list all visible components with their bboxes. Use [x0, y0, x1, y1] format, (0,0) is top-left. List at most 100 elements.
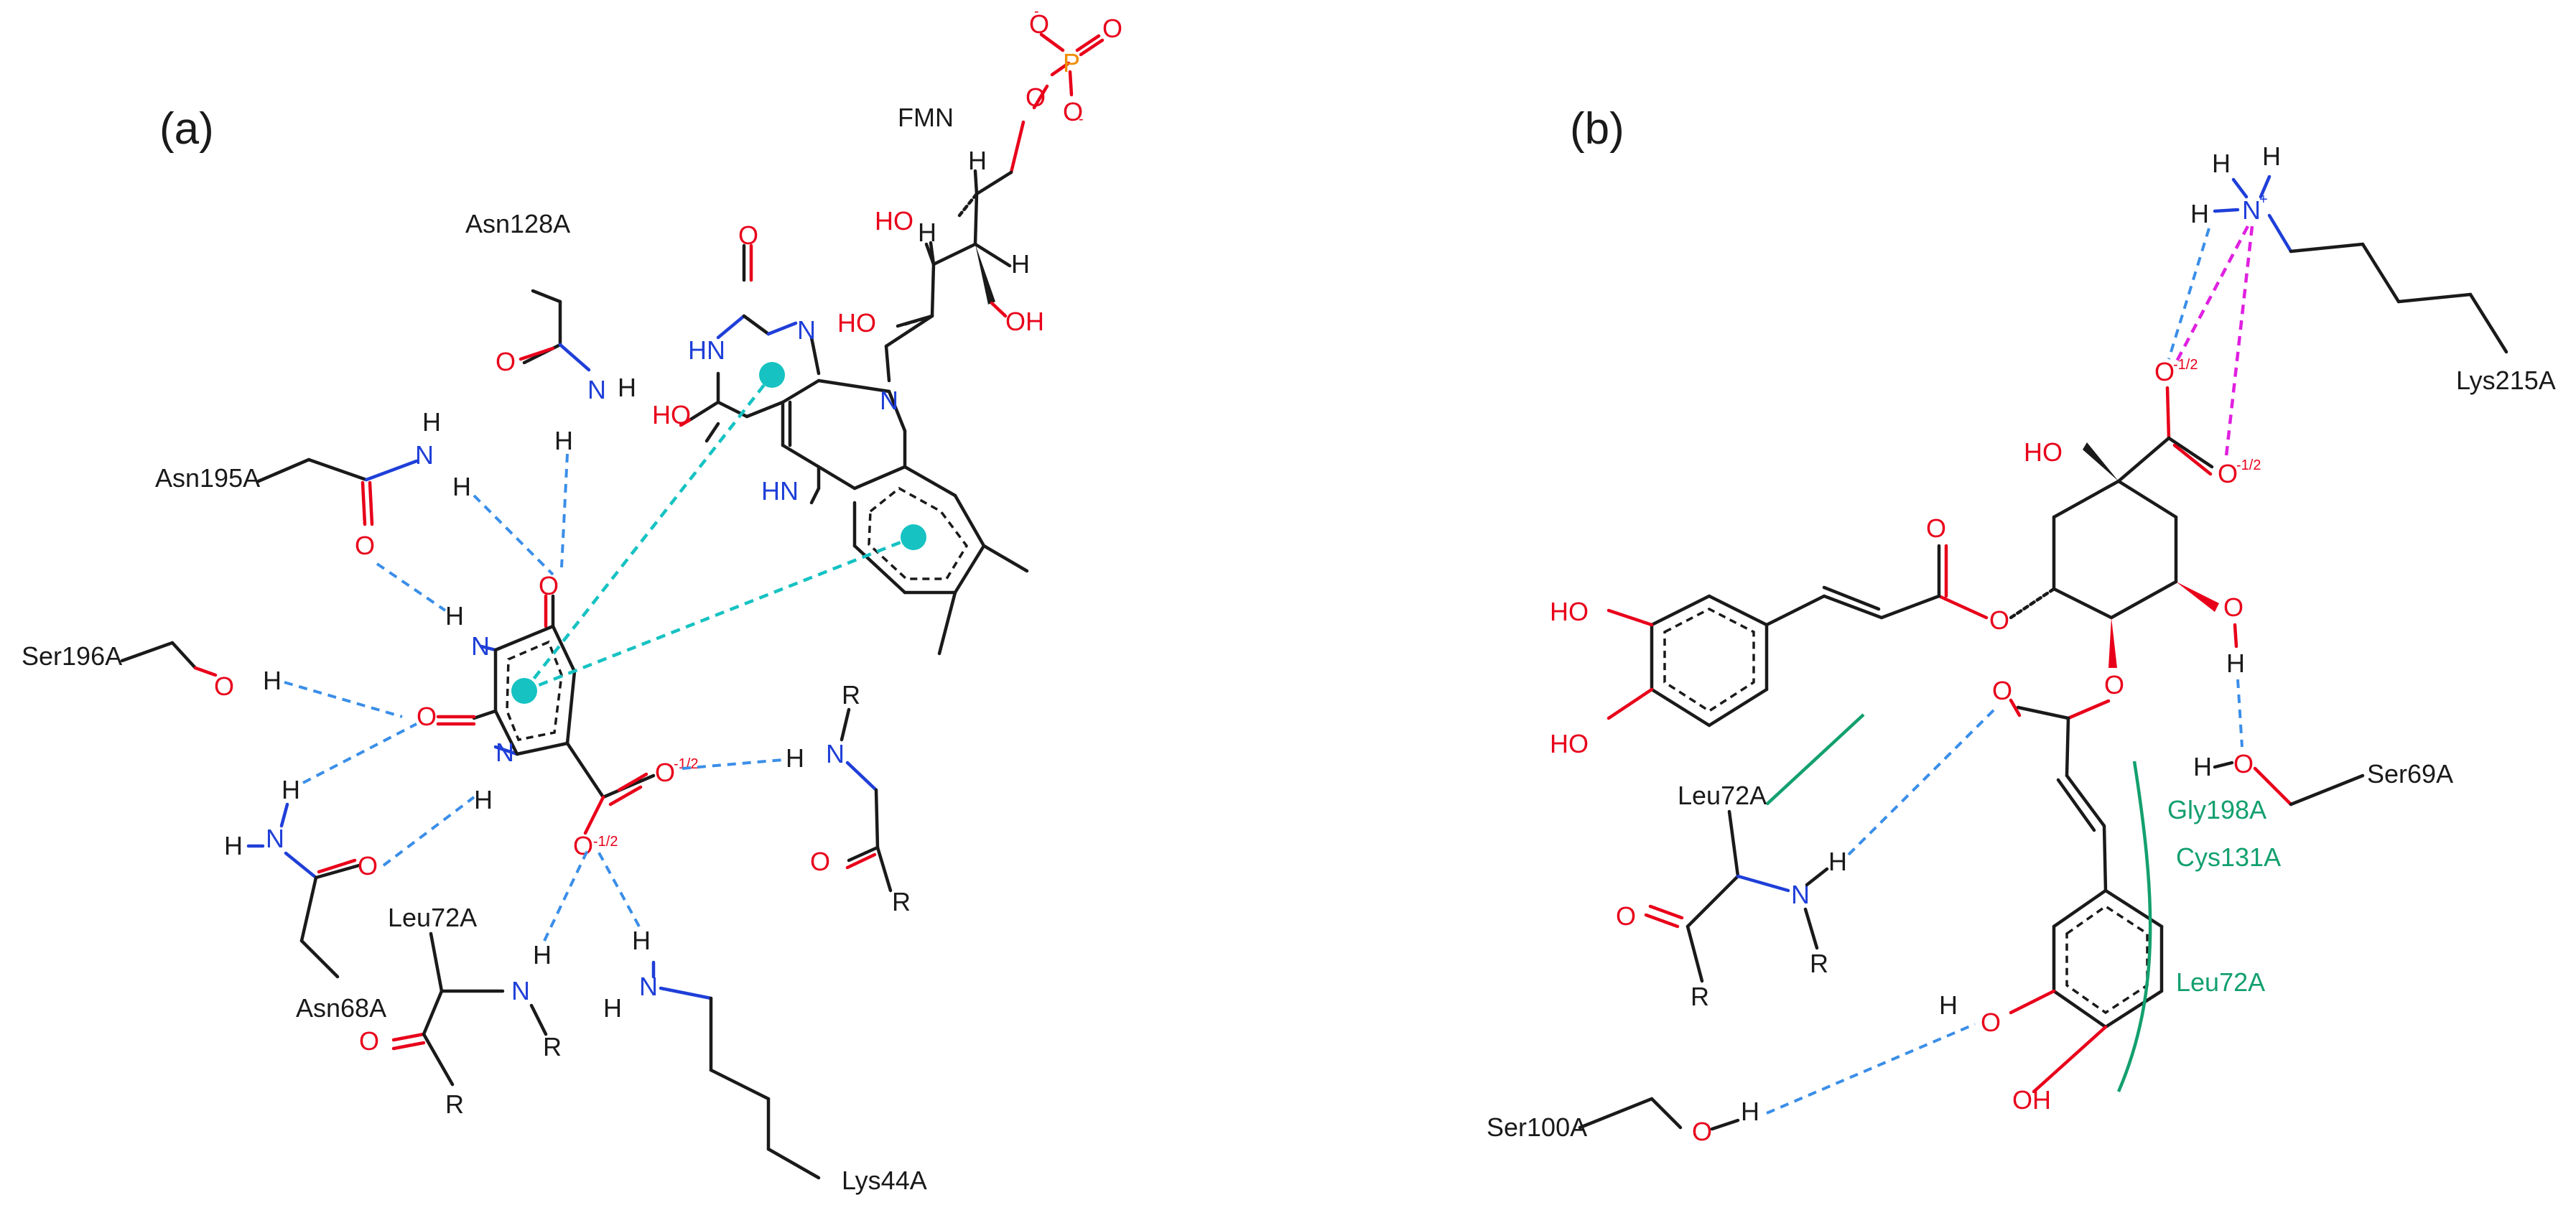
panel-a: (a) P O - O O - O FMN: [22, 4, 1122, 1195]
charge-label: -1/2: [2236, 457, 2261, 473]
nitrogen-atom: N: [880, 386, 898, 415]
r-group: R: [543, 1032, 562, 1061]
hydrogen-atom: H: [224, 831, 243, 860]
residue-ser69: H O Ser69A: [2193, 749, 2453, 807]
oxygen-atom: O: [214, 671, 234, 701]
hbond-line: [543, 847, 590, 942]
nitrogen-atom: N: [415, 440, 434, 470]
oxygen-atom: O: [1992, 676, 2012, 705]
oxygen-atom: O: [1926, 513, 1946, 543]
hydrogen-atom: H: [1939, 990, 1958, 1020]
r-group: R: [842, 680, 860, 710]
fmn-label: FMN: [898, 103, 954, 132]
nh-group: HN: [761, 476, 799, 506]
hbond-line: [376, 562, 447, 612]
hydrophobic-contact-arc: [2116, 761, 2152, 1092]
hydrogen-atom: H: [2193, 752, 2212, 781]
hydrogen-atom: H: [452, 472, 471, 501]
hydrogen-atom: H: [786, 743, 804, 773]
phosphate-group: P O - O O - O: [1009, 4, 1122, 175]
oxygen-atom: O: [738, 220, 758, 250]
oxygen-atom: O: [2223, 592, 2243, 622]
hydrogen-atom: H: [533, 940, 552, 970]
residue-label: Asn68A: [296, 993, 386, 1023]
residue-label: Asn195A: [155, 463, 260, 493]
hydroxyl-group: HO: [652, 400, 691, 429]
r-group: R: [445, 1089, 464, 1119]
hydroxyl-group: OH: [2012, 1085, 2051, 1115]
hydrogen-atom: H: [445, 601, 464, 631]
charge-label: -1/2: [593, 834, 618, 850]
hydroxyl-group: HO: [837, 308, 876, 338]
hbond-line: [473, 494, 554, 576]
ligand-core-b: O -1/2 O -1/2 HO O H O O: [1989, 357, 2261, 748]
hydrogen-atom: H: [968, 146, 987, 175]
hbond-line: [560, 453, 569, 568]
charge-label: -: [1034, 4, 1039, 19]
hydrogen-atom: H: [1011, 249, 1030, 279]
hydroxyl-group: HO: [2024, 437, 2063, 467]
residue-label: Lys44A: [842, 1166, 927, 1195]
salt-bridge-line: [2224, 226, 2254, 457]
hydrogen-atom: H: [2190, 199, 2209, 228]
oxygen-atom: O: [539, 571, 559, 600]
oxygen-atom: O: [2154, 357, 2175, 386]
residue-lys44: H H N Lys44A: [595, 847, 927, 1195]
residue-label: Asn128A: [465, 209, 570, 238]
oxygen-atom: O: [1616, 901, 1636, 931]
residue-label: Ser196A: [22, 641, 122, 671]
hydrogen-atom: H: [474, 785, 493, 814]
hydrogen-atom: H: [422, 407, 441, 437]
hydrogen-atom: H: [603, 993, 622, 1023]
oxygen-atom: O: [496, 347, 516, 376]
oxygen-atom: O: [1692, 1117, 1712, 1146]
nitrogen-atom: N: [266, 824, 284, 853]
hydrogen-atom: H: [263, 666, 282, 695]
ligand-ring-a: [472, 594, 656, 835]
ribityl-chain: H H H HO OH HO: [837, 146, 1044, 383]
oxygen-atom: O: [2218, 459, 2238, 488]
r-group: R: [892, 887, 911, 916]
residue-label: Leu72A: [1678, 781, 1767, 810]
hbond-line: [284, 681, 403, 718]
hydroxyl-group: HO: [1550, 729, 1589, 758]
oxygen-atom: O: [573, 831, 593, 860]
residue-label: Ser69A: [2367, 759, 2453, 789]
oxygen-atom: O: [810, 847, 830, 876]
nitrogen-atom: N: [587, 375, 606, 404]
residue-leu72-a: Leu72A O R N H R: [359, 847, 590, 1119]
hydrogen-atom: H: [2262, 141, 2281, 171]
hydroxyl-group: HO: [875, 206, 913, 236]
hydrogen-atom: H: [918, 218, 936, 247]
hydrogen-atom: H: [282, 775, 300, 804]
salt-bridge-line: [2175, 225, 2249, 364]
caffeoyl-group-1: O HO HO: [1550, 513, 1989, 758]
oxygen-atom: O: [1029, 9, 1049, 39]
nh-group: HN: [688, 335, 725, 365]
hbond-line: [1847, 706, 1998, 856]
oxygen-atom: O: [2104, 670, 2124, 700]
hydroxyl-group: OH: [1005, 307, 1044, 336]
nitrogen-atom: N: [511, 976, 530, 1005]
nitrogen-atom: N: [2242, 195, 2261, 225]
oxygen-atom: O: [2233, 749, 2254, 779]
hydrogen-atom: H: [2226, 649, 2245, 678]
charge-label: -1/2: [674, 756, 698, 772]
oxygen-atom: O: [358, 851, 378, 880]
r-group: R: [1810, 949, 1828, 978]
residue-lys215: H H H N + Lys215A: [2167, 141, 2556, 457]
hydroxyl-group: HO: [1550, 597, 1589, 626]
panel-b-label: (b): [1570, 104, 1624, 154]
hbond-line: [2167, 228, 2210, 360]
hbond-line: [595, 847, 641, 927]
hydrogen-atom: H: [1741, 1097, 1759, 1126]
hbond-line: [2236, 679, 2243, 748]
hydrophobic-contact-line: [1765, 713, 1865, 806]
hydrogen-atom: H: [632, 926, 651, 955]
hydrogen-atom: H: [618, 373, 636, 402]
oxygen-atom: O: [417, 702, 437, 731]
oxygen-atom: O: [355, 531, 375, 560]
residue-leu72-b: Leu72A O R N H R: [1616, 706, 1998, 1011]
residue-ser196: O H Ser196A: [22, 641, 403, 718]
